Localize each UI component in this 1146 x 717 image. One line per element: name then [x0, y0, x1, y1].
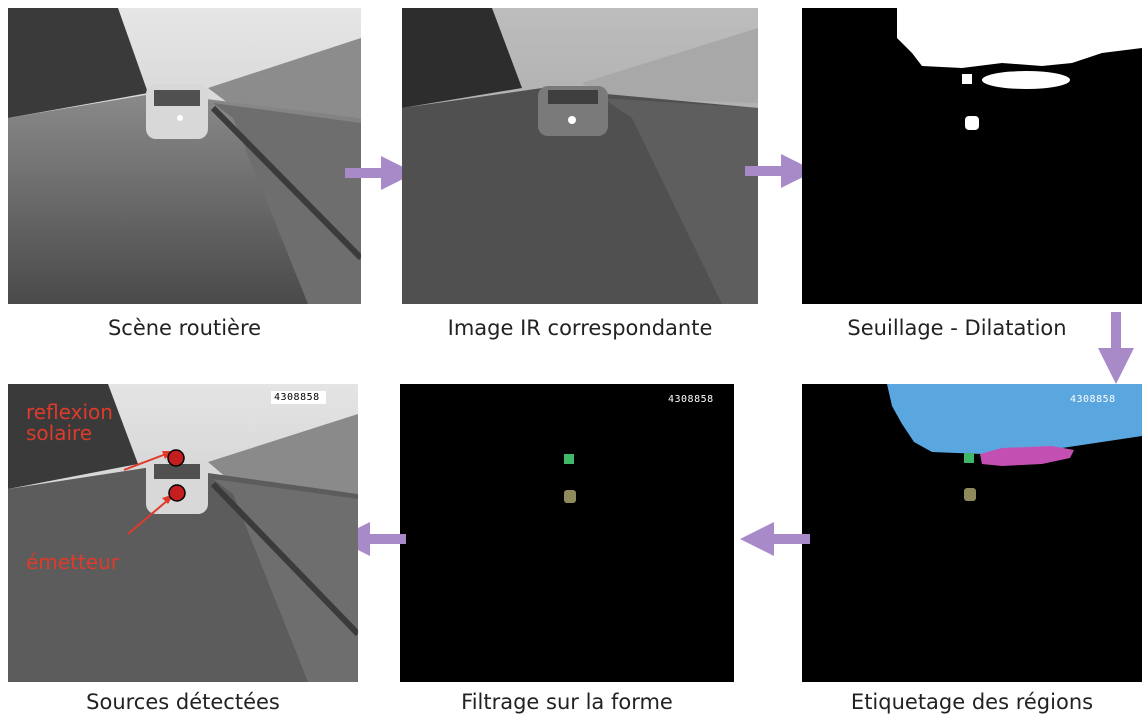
road-scene-image — [8, 8, 361, 304]
labeling-image: 4308858 — [802, 384, 1142, 682]
caption-threshold: Seuillage - Dilatation — [847, 316, 1067, 340]
reflection-label-line2: solaire — [26, 421, 93, 445]
reflection-label-line1: reflexion — [26, 400, 113, 424]
arrow-down-icon — [1098, 312, 1134, 384]
arrow-right-icon — [345, 156, 415, 190]
ir-image — [402, 8, 758, 304]
shape-filter-image: 4308858 — [400, 384, 734, 682]
arrow-right-icon — [745, 154, 815, 188]
threshold-image — [802, 8, 1142, 304]
arrow-left-icon — [740, 522, 810, 556]
caption-labeling: Etiquetage des régions — [850, 690, 1094, 714]
frame-counter: 4308858 — [668, 394, 714, 405]
detected-sources-image: 4308858 reflexion solaire émetteur — [8, 384, 358, 682]
reflection-label: reflexion solaire — [26, 402, 113, 444]
caption-road-scene: Scène routière — [107, 316, 262, 340]
caption-ir-image: Image IR correspondante — [447, 316, 713, 340]
emitter-label: émetteur — [26, 550, 119, 574]
frame-counter: 4308858 — [274, 392, 320, 403]
caption-detected-sources: Sources détectées — [86, 690, 280, 714]
frame-counter: 4308858 — [1070, 394, 1116, 405]
caption-shape-filter: Filtrage sur la forme — [461, 690, 673, 714]
